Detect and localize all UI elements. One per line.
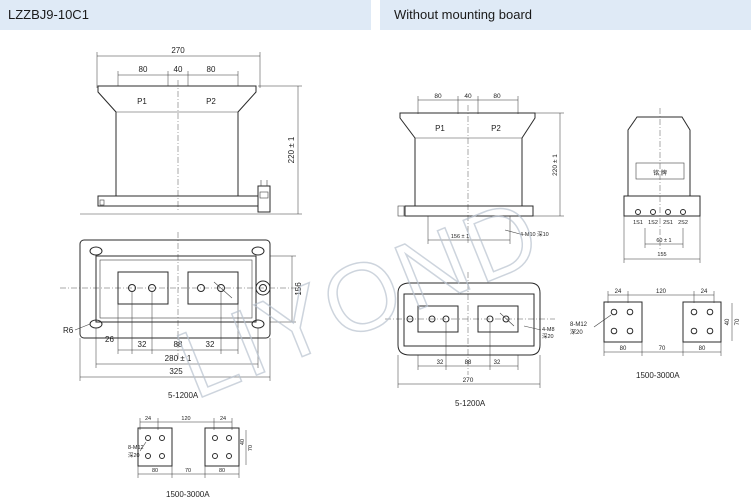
left-plan-bottom-2: 32	[206, 340, 215, 349]
right-bolt-top-2: 24	[701, 289, 708, 295]
right-plan-thread-1: 4-M8	[542, 327, 555, 333]
right-side-width: 155	[657, 252, 666, 258]
right-dim-top-1: 40	[464, 93, 472, 100]
left-plan-bottom-1: 88	[174, 340, 183, 349]
right-bolt-bottom-0: 80	[620, 346, 627, 352]
left-front-view: 270 80 40 80 P1 P2	[80, 46, 302, 215]
left-range-large: 1500-3000A	[166, 490, 210, 499]
right-pitch: 60 ± 1	[656, 238, 671, 244]
right-front-view: 80 40 80 P1 P2 220 ± 1 156 ± 1 4-M10 深10	[397, 93, 564, 245]
right-bolt-top-1: 120	[656, 289, 667, 295]
right-bolt-note-1: 8-M12	[570, 322, 588, 328]
right-dim-width: 156 ± 1	[451, 234, 469, 240]
left-title: LZZBJ9-10C1	[8, 7, 89, 22]
left-dim-26: 26	[105, 335, 114, 344]
left-bolt-note-1: 8-M12	[128, 445, 144, 451]
left-plan-overall: 325	[169, 367, 183, 376]
right-range-large: 1500-3000A	[636, 371, 680, 380]
right-dim-top-2: 80	[493, 93, 501, 100]
right-terminal-3: 2S2	[678, 220, 688, 226]
right-bolt-bottom-2: 80	[699, 346, 706, 352]
left-plan-view: 156 R6 26 32 88 32 280 ± 1 325	[60, 232, 303, 381]
right-title: Without mounting board	[394, 7, 533, 22]
left-range-small: 5-1200A	[168, 391, 199, 400]
left-bolt-side-0: 40	[240, 439, 246, 445]
left-plan-pitch: 280 ± 1	[165, 354, 192, 363]
right-range-small: 5-1200A	[455, 399, 486, 408]
right-bolt-bottom-1: 70	[659, 346, 666, 352]
right-plan-bottom-1: 88	[465, 360, 472, 366]
left-bolt-note-2: 深20	[128, 451, 140, 459]
left-p1: P1	[137, 97, 147, 106]
right-p1: P1	[435, 124, 445, 133]
left-dim-r6: R6	[63, 326, 74, 335]
left-bolt-top-2: 24	[220, 416, 226, 422]
left-dim-height: 220 ± 1	[287, 136, 296, 163]
right-plan-overall: 270	[463, 377, 474, 384]
left-bolt-top-1: 120	[181, 416, 190, 422]
right-thread-note: 4-M10 深10	[520, 230, 549, 238]
panel-divider	[371, 0, 380, 504]
right-terminal-2: 2S1	[663, 220, 673, 226]
right-plan-thread-2: 深20	[542, 332, 554, 340]
left-title-bar: LZZBJ9-10C1	[0, 0, 371, 30]
left-dim-top-2: 80	[207, 65, 216, 74]
left-dim-156: 156	[294, 282, 303, 296]
right-nameplate-label: 铭 牌	[653, 169, 667, 177]
left-dim-top-1: 40	[174, 65, 183, 74]
right-p2: P2	[491, 124, 501, 133]
right-bolt-plate: 24 120 24 8-M12 深20 40 70 80 70 80	[570, 289, 741, 356]
right-plan-bottom-0: 32	[437, 360, 444, 366]
left-bolt-side-1: 70	[248, 445, 254, 451]
right-plan-bottom-2: 32	[494, 360, 501, 366]
left-bolt-bottom-0: 80	[152, 468, 158, 474]
left-bolt-plate: 24 120 24 8-M12 深20 40 70 80 70 80	[128, 416, 254, 478]
left-dim-top-0: 80	[139, 65, 148, 74]
right-bolt-side-1: 70	[735, 318, 741, 325]
right-dim-top-0: 80	[434, 93, 442, 100]
right-terminal-0: 1S1	[633, 220, 643, 226]
right-dim-height: 220 ± 1	[552, 154, 559, 176]
right-bolt-top-0: 24	[615, 289, 622, 295]
watermark-logo: LIYOND	[163, 177, 557, 419]
right-bolt-side-0: 40	[725, 318, 731, 325]
right-title-bar: Without mounting board	[380, 0, 751, 30]
right-side-view: 铭 牌 1S1 1S2 2S1 2S2 60 ± 1 155	[623, 108, 701, 263]
right-terminal-1: 1S2	[648, 220, 658, 226]
left-bolt-bottom-1: 70	[185, 468, 191, 474]
left-p2: P2	[206, 97, 216, 106]
right-bolt-note-2: 深20	[570, 328, 583, 336]
right-plan-view: 4-M8 深20 32 88 32 270	[385, 272, 555, 388]
left-bolt-top-0: 24	[145, 416, 151, 422]
left-bolt-bottom-2: 80	[219, 468, 225, 474]
left-dim-width: 270	[171, 46, 185, 55]
left-plan-bottom-0: 32	[138, 340, 147, 349]
